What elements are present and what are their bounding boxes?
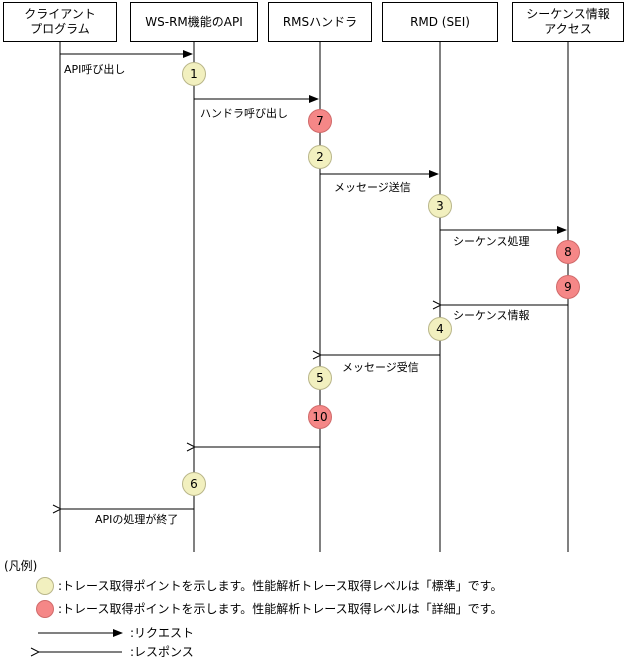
participant-seq-line2: アクセス: [544, 22, 592, 36]
participant-rmd: RMD (SEI): [382, 2, 498, 42]
trace-point-standard: 5: [308, 366, 332, 390]
participant-rms-handler: RMSハンドラ: [268, 2, 372, 42]
participant-api: WS-RM機能のAPI: [130, 2, 258, 42]
participant-client-line2: プログラム: [30, 22, 90, 36]
label-handler-call: ハンドラ呼び出し: [200, 107, 288, 120]
participant-client-line1: クライアント: [24, 7, 96, 21]
label-sequence-process: シーケンス処理: [453, 235, 530, 248]
label-message-send: メッセージ送信: [334, 181, 411, 194]
label-message-receive: メッセージ受信: [342, 361, 419, 374]
legend-response-text: :レスポンス: [130, 645, 194, 659]
trace-point-detail: 8: [556, 240, 580, 264]
legend-standard-swatch: [36, 577, 54, 595]
participant-rmd-label: RMD (SEI): [410, 14, 470, 29]
label-api-call: API呼び出し: [64, 63, 126, 76]
label-sequence-info: シーケンス情報: [453, 309, 530, 322]
legend-title: (凡例): [4, 559, 38, 573]
participant-rms-label: RMSハンドラ: [282, 14, 358, 29]
label-api-finished: APIの処理が終了: [95, 513, 179, 526]
trace-point-standard: 3: [428, 194, 452, 218]
trace-point-detail: 7: [308, 109, 332, 133]
trace-point-standard: 6: [182, 472, 206, 496]
trace-point-standard: 2: [308, 145, 332, 169]
trace-point-detail: 10: [308, 405, 332, 429]
legend-request-text: :リクエスト: [130, 626, 195, 640]
participant-client: クライアント プログラム: [3, 2, 117, 42]
trace-point-standard: 4: [428, 317, 452, 341]
participant-seq-line1: シーケンス情報: [526, 7, 610, 21]
participant-sequence-access: シーケンス情報 アクセス: [512, 2, 624, 42]
legend-detail-swatch: [36, 600, 54, 618]
legend-standard-text: :トレース取得ポイントを示します。性能解析トレース取得レベルは「標準」です。: [58, 579, 503, 593]
trace-point-standard: 1: [182, 62, 206, 86]
participant-api-label: WS-RM機能のAPI: [145, 14, 243, 29]
legend-detail-text: :トレース取得ポイントを示します。性能解析トレース取得レベルは「詳細」です。: [58, 602, 503, 616]
trace-point-detail: 9: [556, 275, 580, 299]
